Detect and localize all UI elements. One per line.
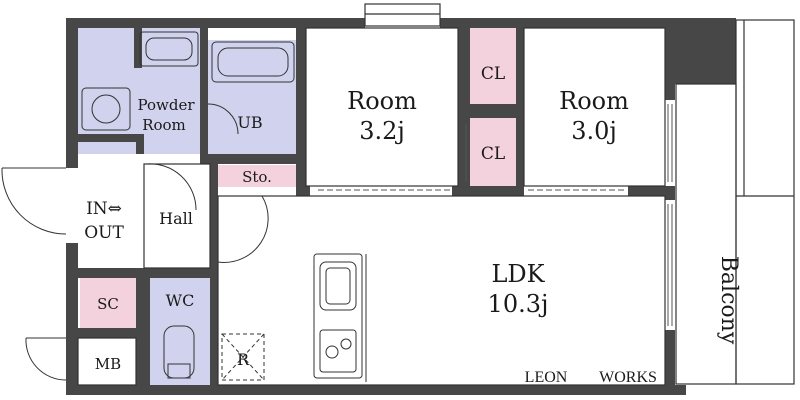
wall-room-divider bbox=[458, 28, 470, 196]
wall-top-right bbox=[670, 18, 736, 84]
wall-powder-right bbox=[200, 28, 208, 164]
window-top bbox=[364, 3, 441, 27]
ldk-door-swing bbox=[217, 195, 269, 263]
storage-area bbox=[218, 165, 296, 187]
ldk-size: 10.3j bbox=[488, 290, 549, 318]
washbasin bbox=[139, 31, 199, 67]
wall-bottom bbox=[66, 385, 686, 395]
outlines bbox=[77, 3, 795, 386]
wall-right-upper bbox=[665, 28, 675, 100]
sliding-doors bbox=[318, 104, 673, 326]
bath-door-swing bbox=[207, 103, 239, 135]
wall-closet-right bbox=[516, 28, 524, 196]
fridge-space bbox=[221, 333, 265, 381]
wall-storage-right bbox=[210, 164, 218, 264]
walls bbox=[66, 18, 736, 395]
wall-entrance-right bbox=[136, 134, 144, 154]
hall-label: Hall bbox=[159, 209, 193, 228]
hall-outline bbox=[143, 163, 211, 269]
shoe-closet-label: SC bbox=[97, 295, 119, 313]
hall-door-swing bbox=[145, 163, 197, 211]
wall-sc-bottom bbox=[66, 328, 150, 338]
brand-word-1: LEON bbox=[525, 369, 568, 386]
kitchen-counter bbox=[313, 253, 363, 379]
fridge-label: R bbox=[237, 350, 250, 369]
powder-room-label-line1: Powder bbox=[137, 96, 195, 114]
toilet-area bbox=[150, 278, 210, 385]
entrance-label-line2: OUT bbox=[84, 223, 124, 243]
wall-right-lower bbox=[665, 330, 675, 395]
wall-left-lower bbox=[66, 243, 78, 388]
entrance-door-swing bbox=[1, 167, 67, 235]
balcony-label: Balcony bbox=[716, 256, 741, 345]
wall-top-left bbox=[66, 18, 365, 28]
powder-room-label-line2: Room bbox=[142, 116, 186, 134]
ldk-outline bbox=[217, 195, 666, 386]
kitchen-sink bbox=[319, 261, 357, 311]
wall-powder-left bbox=[134, 28, 142, 68]
wall-wc-right bbox=[210, 258, 218, 385]
wall-closet-split bbox=[470, 104, 516, 118]
fixtures bbox=[81, 31, 367, 382]
door-swings bbox=[1, 103, 269, 381]
room-right-outline bbox=[523, 27, 666, 187]
unit-bath-label: UB bbox=[237, 113, 262, 132]
bathtub bbox=[211, 41, 295, 83]
wall-powder-bottom bbox=[78, 134, 144, 142]
balcony-rail bbox=[735, 19, 795, 385]
area-fills bbox=[78, 28, 516, 385]
brand-word-2: WORKS bbox=[599, 369, 657, 386]
wall-hall-bottom bbox=[78, 268, 214, 278]
room-left-size: 3.2j bbox=[359, 117, 405, 145]
meter-box-outline bbox=[77, 337, 137, 386]
room-labels: Room 3.2j Room 3.0j LDK 10.3j CL CL Powd… bbox=[84, 64, 741, 373]
wall-bath-bottom bbox=[200, 154, 306, 164]
room-left-name: Room bbox=[347, 87, 417, 115]
wall-top-mid bbox=[440, 18, 676, 28]
ldk-name: LDK bbox=[491, 260, 545, 288]
wall-room-bottom-right bbox=[628, 186, 675, 196]
wall-room-bottom-mid bbox=[452, 186, 522, 196]
closet-bottom-label: CL bbox=[481, 144, 505, 164]
closet-bottom-area bbox=[470, 118, 516, 186]
room-left-outline bbox=[305, 27, 459, 187]
unit-bath-area bbox=[208, 40, 296, 154]
washing-machine bbox=[81, 87, 131, 131]
meter-box-door-swing bbox=[25, 337, 67, 381]
toilet-label: WC bbox=[166, 291, 195, 310]
entrance-label-line1: IN⇔ bbox=[86, 199, 122, 219]
wall-left-upper bbox=[66, 18, 78, 168]
room-right-name: Room bbox=[559, 87, 629, 115]
storage-label: Sto. bbox=[242, 168, 272, 186]
meter-box-label: MB bbox=[95, 355, 121, 373]
closet-top-label: CL bbox=[481, 64, 505, 84]
stove bbox=[319, 329, 357, 373]
wall-core-vertical bbox=[296, 28, 306, 196]
room-right-size: 3.0j bbox=[571, 117, 617, 145]
brand-mark: LEON WORKS bbox=[525, 369, 657, 386]
shoe-closet-area bbox=[80, 278, 136, 328]
closet-top-area bbox=[470, 28, 516, 104]
